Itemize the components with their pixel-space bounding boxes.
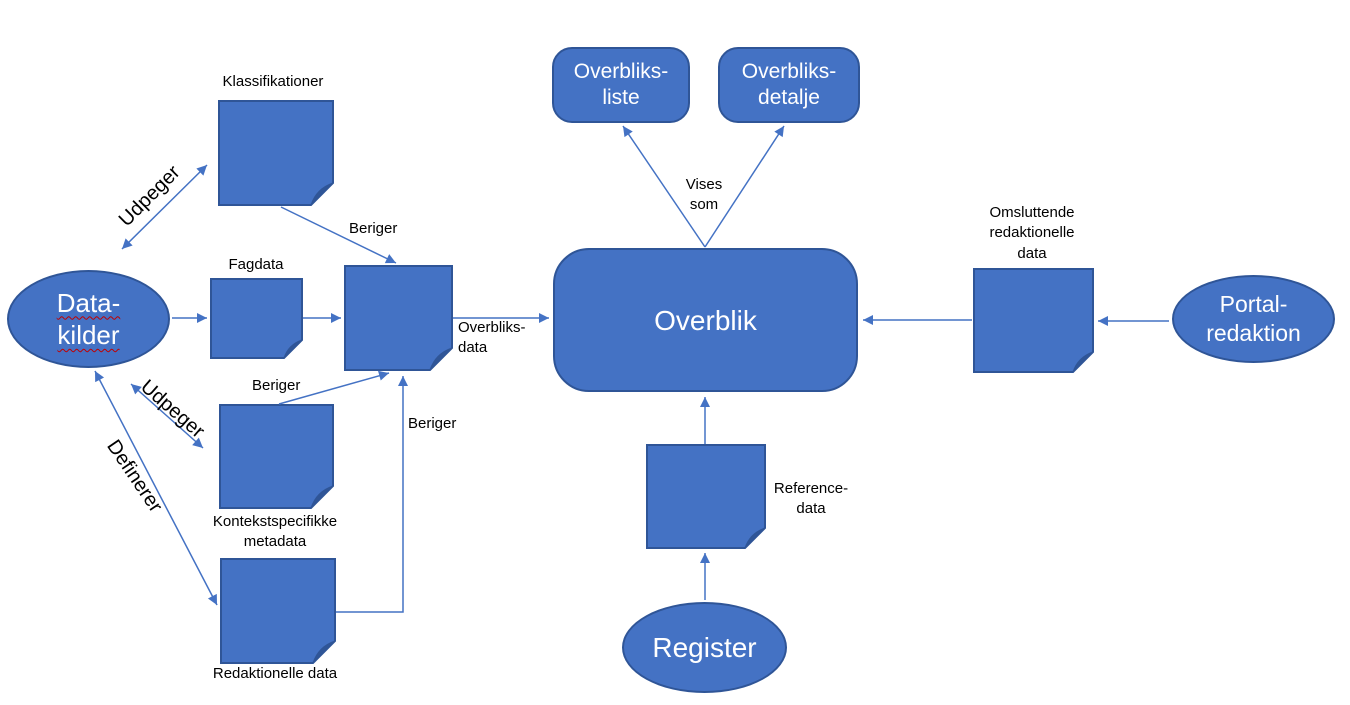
arrow-udpeger-klassifikationer (121, 164, 208, 250)
arrow-definerer-redaktionelle (94, 370, 218, 606)
arrow-klassifikationer-to-merge (280, 206, 397, 264)
label-vises-som: Vises som (685, 176, 723, 214)
note-klassifikationer (218, 100, 334, 206)
label-redaktionelle: Redaktionelle data (212, 665, 338, 682)
note-omsluttende (973, 268, 1094, 373)
arrow-overblik-to-detalje (704, 125, 785, 248)
note-merge (344, 265, 453, 371)
node-datakilder: Data- kilder (7, 270, 170, 368)
label-overbliksdata: Overbliks- data (458, 319, 526, 357)
label-beriger-redaktionelle: Beriger (408, 415, 457, 432)
node-overbliksliste: Overbliks- liste (552, 47, 690, 123)
node-register: Register (622, 602, 787, 693)
arrow-redaktionelle-to-merge (336, 376, 408, 613)
note-fagdata (210, 278, 303, 359)
label-fagdata: Fagdata (228, 256, 284, 273)
node-overblik: Overblik (553, 248, 858, 392)
arrow-kontekst-to-merge (278, 370, 390, 405)
arrow-overblik-to-liste (622, 125, 706, 248)
label-beriger-kontekst: Beriger (252, 377, 301, 394)
label-omsluttende: Omsluttende redaktionelle data (989, 204, 1075, 262)
label-reference: Reference- data (773, 480, 849, 518)
note-kontekstspecifikke (219, 404, 334, 509)
note-reference (646, 444, 766, 549)
note-redaktionelle (220, 558, 336, 664)
node-portalredaktion: Portal- redaktion (1172, 275, 1335, 363)
label-kontekstspecifikke: Kontekstspecifikke metadata (212, 513, 338, 551)
node-overbliksdetalje: Overbliks- detalje (718, 47, 860, 123)
label-beriger-klassifikationer: Beriger (349, 220, 398, 237)
label-klassifikationer: Klassifikationer (222, 73, 324, 90)
